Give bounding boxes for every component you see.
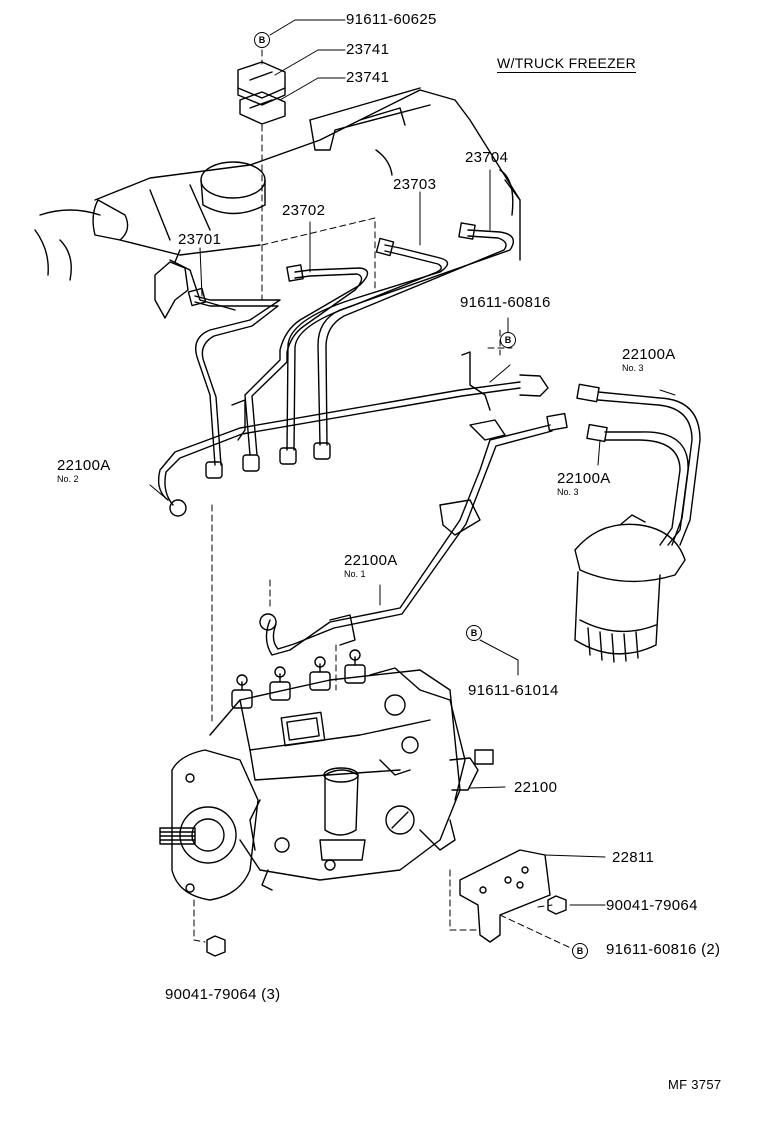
fuel-pipe-no2 [157, 351, 549, 517]
part-sublabel-no1: No. 1 [344, 569, 366, 579]
fuel-pipes-no3 [576, 383, 701, 546]
engine-block [34, 87, 521, 311]
pipe-clamps [237, 61, 286, 125]
injection-pump [159, 649, 494, 901]
part-label-22811: 22811 [612, 849, 655, 866]
leader-lines [149, 19, 676, 906]
part-sublabel-no3-top: No. 3 [622, 363, 644, 373]
part-label-22100A-no1: 22100A [344, 552, 398, 569]
part-label-91611-60816-2: 91611-60816 (2) [606, 941, 721, 958]
injection-nozzle [154, 249, 189, 319]
header-note: W/TRUCK FREEZER [497, 55, 637, 73]
fuel-pipe-no1 [259, 412, 568, 656]
pump-bracket [459, 849, 551, 943]
part-label-22100A-no3-mid: 22100A [557, 470, 611, 487]
part-label-23702: 23702 [282, 202, 326, 219]
part-label-22100: 22100 [514, 779, 558, 796]
part-label-23701: 23701 [178, 231, 222, 248]
part-label-90041-79064-3: 90041-79064 (3) [165, 986, 281, 1003]
part-label-23704: 23704 [465, 149, 509, 166]
document-id: MF 3757 [668, 1077, 722, 1092]
part-label-22100A-no3-top: 22100A [622, 346, 676, 363]
part-sublabel-no3-mid: No. 3 [557, 487, 579, 497]
part-label-90041-79064: 90041-79064 [606, 897, 698, 914]
fuel-filter [574, 514, 686, 663]
bolt-badge-icon: B [254, 32, 270, 48]
part-label-22100A-no2: 22100A [57, 457, 111, 474]
bolt-badge-icon: B [572, 943, 588, 959]
nuts [206, 895, 567, 957]
injection-pipes [187, 222, 514, 479]
bolt-badge-icon: B [466, 625, 482, 641]
part-label-23703: 23703 [393, 176, 437, 193]
part-label-23741-a: 23741 [346, 41, 390, 58]
part-label-91611-60816-top: 91611-60816 [460, 294, 551, 311]
assembly-lines [193, 49, 576, 951]
part-label-91611-61014: 91611-61014 [468, 682, 559, 699]
part-label-23741-b: 23741 [346, 69, 390, 86]
part-label-91611-60625: 91611-60625 [346, 11, 437, 28]
part-sublabel-no2: No. 2 [57, 474, 79, 484]
bolt-badge-icon: B [500, 332, 516, 348]
